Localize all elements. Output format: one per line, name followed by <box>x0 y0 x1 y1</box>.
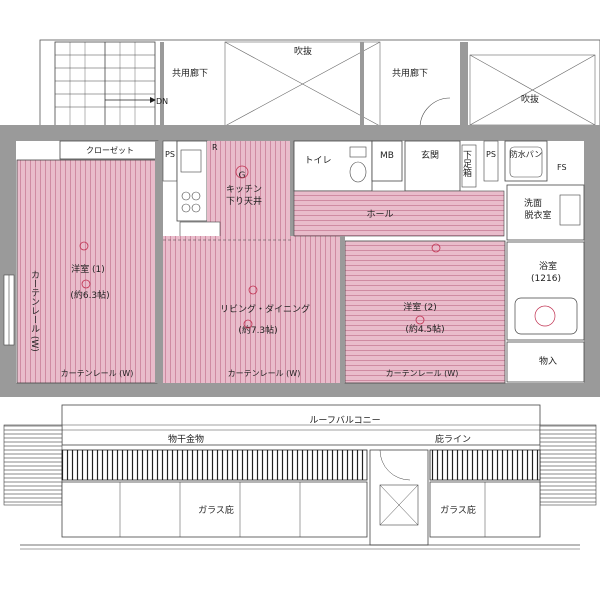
roof-balcony: ルーフバルコニー 物干金物 庇ライン <box>61 404 541 446</box>
kitchen-gas-mark: G <box>239 171 246 181</box>
glass-eave-left-label: ガラス庇 <box>198 504 234 516</box>
storage-label: 物入 <box>539 355 557 367</box>
washer-pan-label: 防水パン <box>510 149 542 159</box>
curtain-rail-3-label: カーテンレール (W) <box>386 369 459 378</box>
bathroom-label: 浴室 <box>539 260 557 272</box>
corridor-right-label: 共用廊下 <box>392 67 428 79</box>
changing-room-label: 脱衣室 <box>524 209 551 221</box>
bathroom: 浴室 (1216) <box>506 241 585 341</box>
svg-text:下足箱: 下足箱 <box>461 150 472 178</box>
bathroom-size: (1216) <box>531 274 561 284</box>
washroom-label: 洗面 <box>524 197 542 209</box>
western-room-2-label: 洋室 (2) <box>403 301 437 313</box>
corridor-left-label: 共用廊下 <box>172 67 208 79</box>
pipe-shaft-1: PS <box>162 140 178 182</box>
drying-rack-label: 物干金物 <box>168 433 204 445</box>
western-room-2: 洋室 (2) (約4.5帖) <box>344 240 506 384</box>
closet-label: クローゼット <box>86 145 134 155</box>
entrance: 玄関 <box>404 140 461 192</box>
svg-text:PS: PS <box>486 150 496 159</box>
void-top-label: 吹抜 <box>294 45 312 57</box>
north-wall <box>0 125 600 141</box>
refrigerator-mark: R <box>212 143 218 152</box>
eave-line-label: 庇ライン <box>435 433 471 445</box>
upper-corridor-area: 共用廊下 吹抜 共用廊下 吹抜 DN <box>39 39 600 129</box>
kitchen-label: キッチン <box>226 184 262 195</box>
closet: クローゼット <box>59 140 159 160</box>
east-wall <box>584 125 600 395</box>
hall-label: ホール <box>366 209 393 220</box>
glass-eave-right: ガラス庇 <box>429 481 541 538</box>
kitchen-ceiling-label: 下り天井 <box>226 195 262 207</box>
staircase <box>54 41 156 127</box>
south-wall <box>0 383 600 397</box>
west-wall <box>0 125 16 395</box>
entry-door-arc <box>419 97 451 129</box>
washer-pan: 防水パン <box>504 140 548 182</box>
meter-box: MB <box>371 140 403 182</box>
kitchen-hall-wall <box>290 141 294 236</box>
railing-left <box>61 449 368 481</box>
west-window <box>3 274 15 346</box>
partition-wall-2 <box>340 236 345 383</box>
svg-text:PS: PS <box>165 150 175 159</box>
kitchen: R G キッチン 下り天井 <box>176 140 277 241</box>
curtain-rail-west-label: カーテンレール (W) <box>29 270 40 352</box>
western-room-2-size: (約4.5帖) <box>405 323 444 335</box>
fs-label: FS <box>557 163 567 172</box>
storage: 物入 <box>506 341 585 383</box>
toilet: トイレ <box>293 140 373 192</box>
curtain-rail-1-label: カーテンレール (W) <box>61 369 134 378</box>
down-label: DN <box>156 97 168 106</box>
glass-eave-right-label: ガラス庇 <box>440 504 476 516</box>
hall: ホール <box>293 190 505 237</box>
void-right-label: 吹抜 <box>521 93 539 105</box>
living-size: (約7.3帖) <box>238 324 277 336</box>
railing-right <box>429 449 541 481</box>
curtain-rail-2-label: カーテンレール (W) <box>228 369 301 378</box>
central-shaft <box>369 449 429 546</box>
side-louver-left <box>3 424 63 506</box>
western-room-1-label: 洋室 (1) <box>71 263 105 275</box>
living-dining: リビング・ダイニング (約7.3帖) <box>163 141 343 383</box>
western-room-1: 洋室 (1) (約6.3帖) <box>16 159 158 384</box>
entrance-label: 玄関 <box>421 149 439 161</box>
partition-wall-1 <box>155 141 163 383</box>
roof-balcony-label: ルーフバルコニー <box>309 415 380 426</box>
side-louver-right <box>539 424 597 506</box>
washroom: 洗面 脱衣室 <box>506 184 585 241</box>
western-room-1-size: (約6.3帖) <box>70 289 109 301</box>
glass-eave-left: ガラス庇 <box>61 481 368 538</box>
pipe-shaft-2: PS <box>483 140 499 182</box>
svg-text:MB: MB <box>380 151 394 161</box>
living-label: リビング・ダイニング <box>220 303 310 315</box>
toilet-label: トイレ <box>304 156 331 166</box>
shoe-cabinet: 下足箱 <box>461 144 477 188</box>
